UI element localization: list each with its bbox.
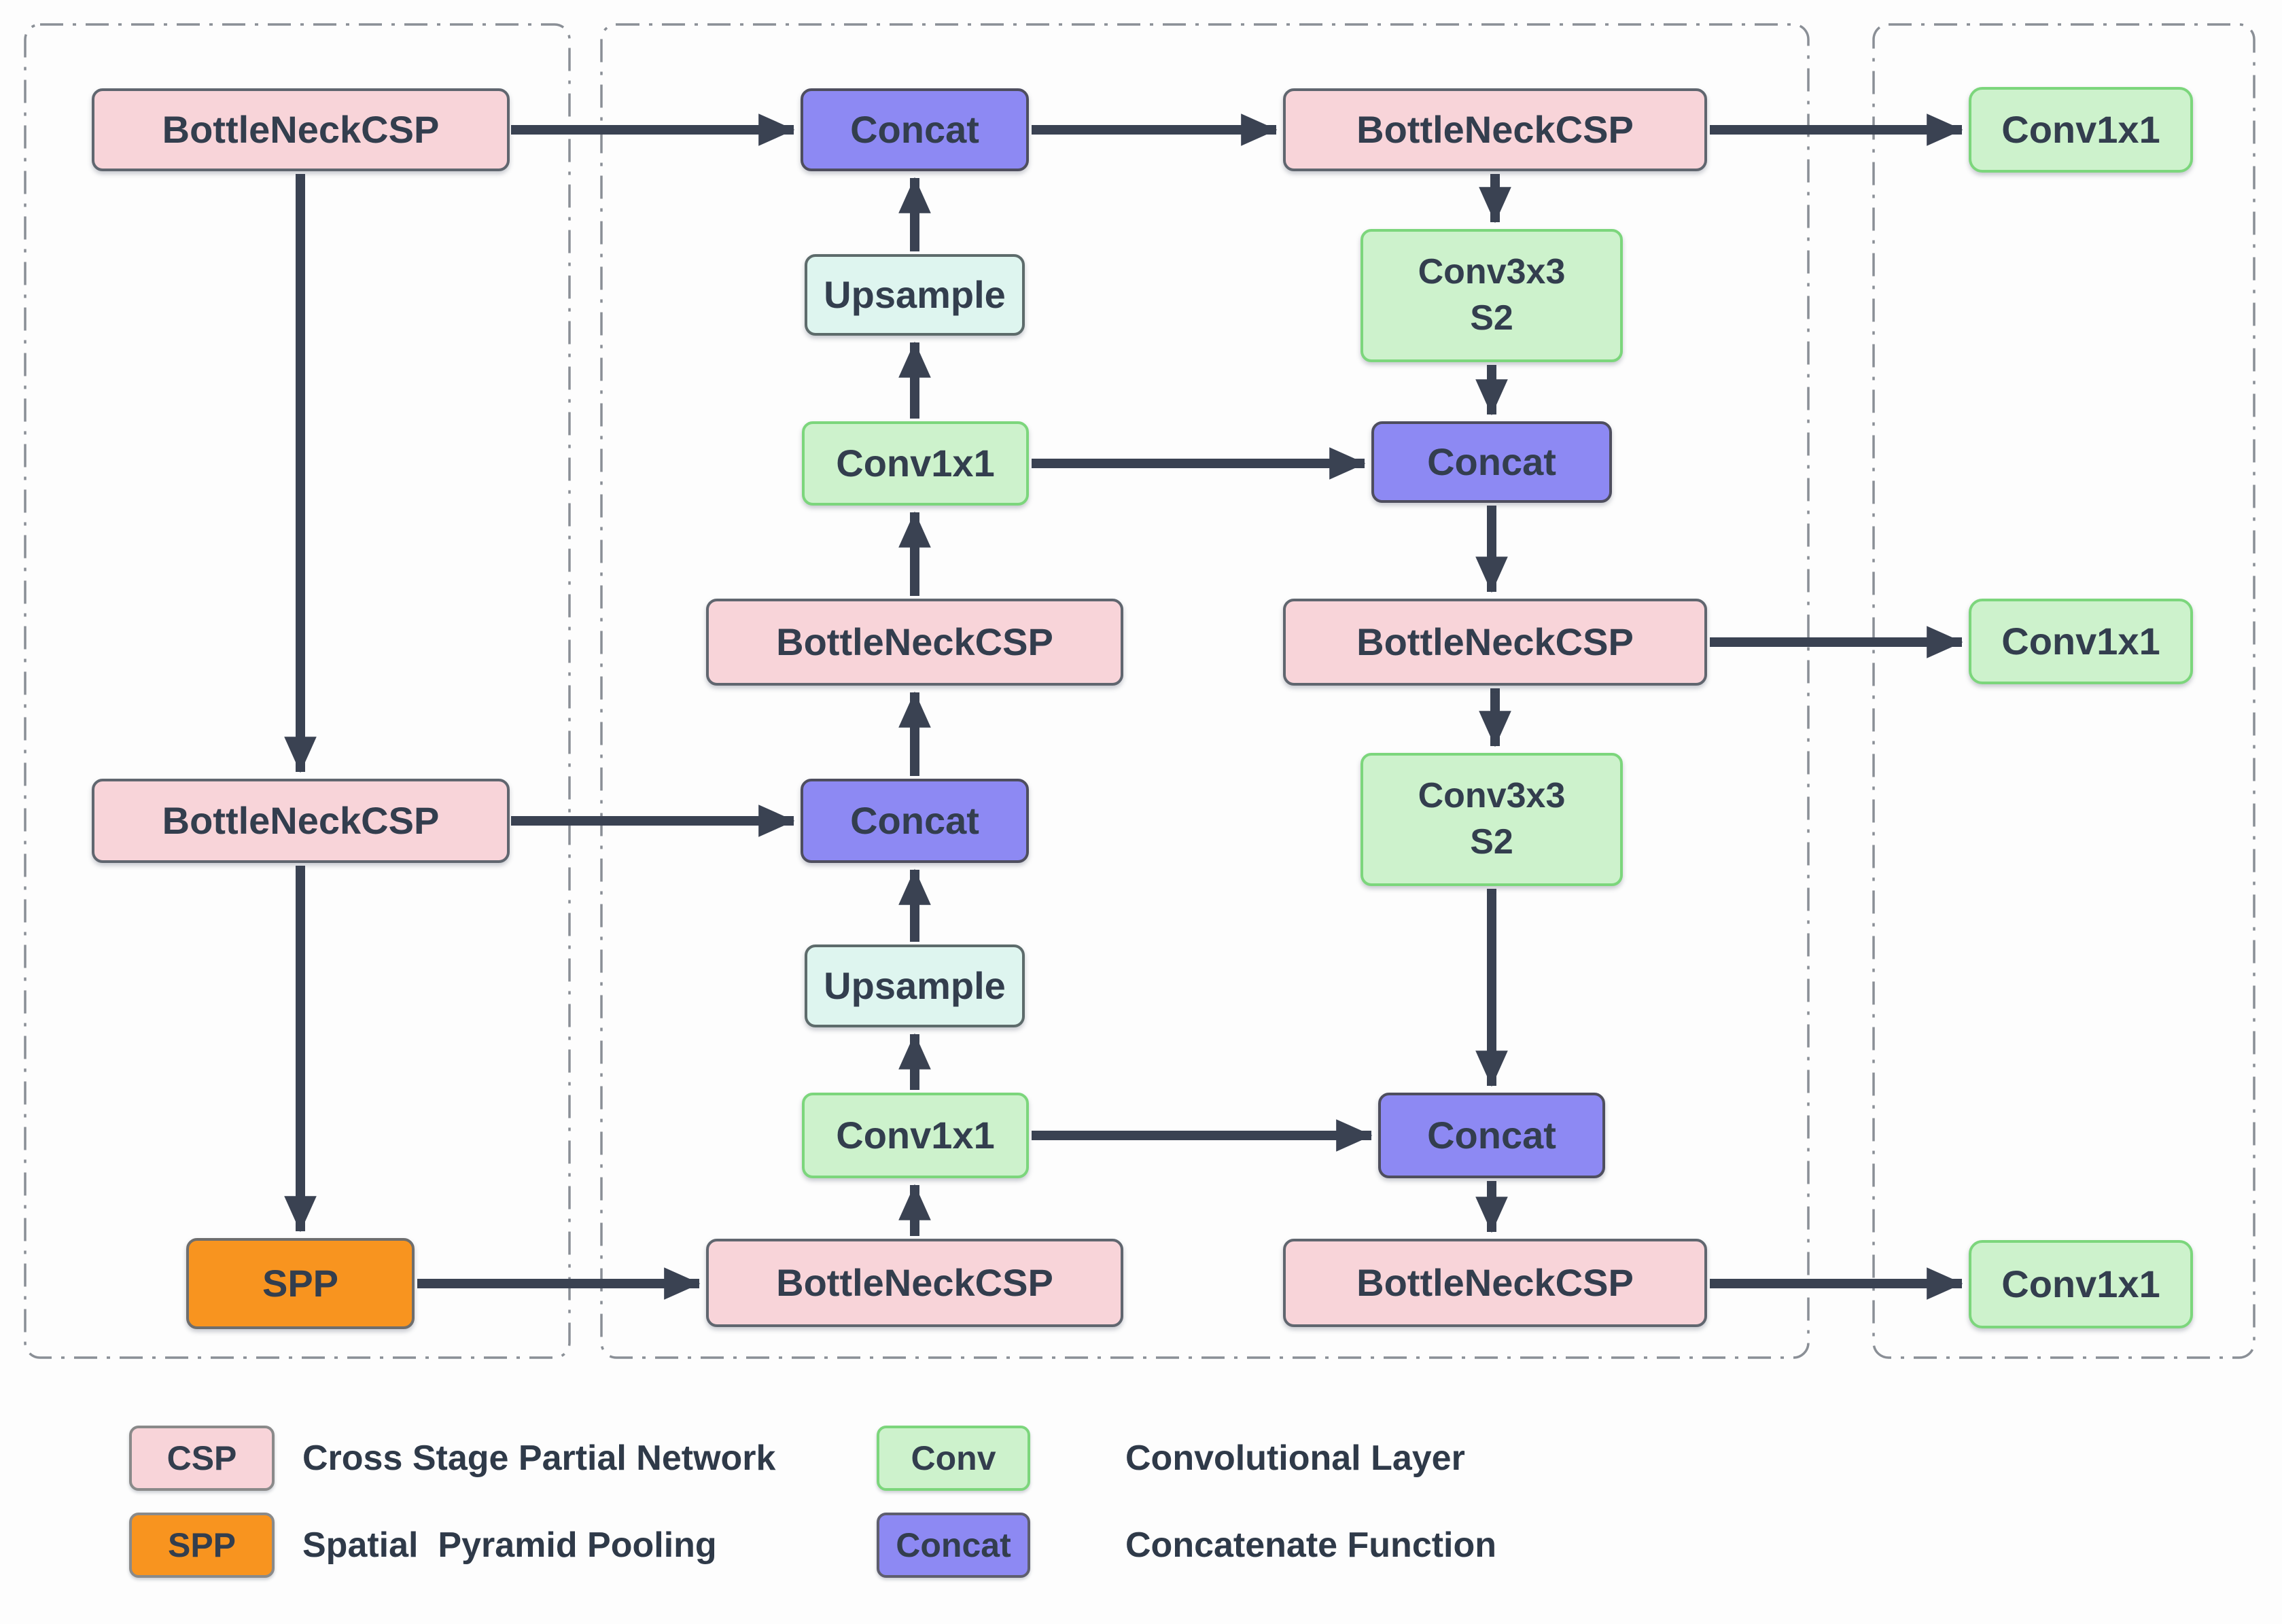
node-label: BottleNeckCSP bbox=[776, 1261, 1053, 1305]
node-conv1x1-neck-b: Conv1x1 bbox=[802, 1093, 1029, 1178]
node-label: Concat bbox=[1427, 440, 1556, 484]
node-label: Conv1x1 bbox=[2001, 108, 2160, 152]
node-label: Conv1x1 bbox=[836, 442, 995, 485]
legend-label-concat: Concatenate Function bbox=[1125, 1525, 1497, 1565]
node-label: BottleNeckCSP bbox=[162, 799, 440, 843]
head-container bbox=[1872, 23, 2255, 1359]
node-label: BottleNeckCSP bbox=[776, 620, 1053, 664]
node-concat-mid: Concat bbox=[801, 779, 1029, 863]
backbone-container bbox=[24, 23, 571, 1359]
node-bottleneckcsp-right-mid: BottleNeckCSP bbox=[1283, 599, 1707, 686]
node-bottleneckcsp-right-top: BottleNeckCSP bbox=[1283, 88, 1707, 171]
node-bottleneckcsp-neck-bottom: BottleNeckCSP bbox=[706, 1239, 1123, 1327]
node-label: Conv1x1 bbox=[2001, 620, 2160, 663]
legend-label-conv: Convolutional Layer bbox=[1125, 1438, 1465, 1478]
legend-key-concat: Concat bbox=[877, 1513, 1030, 1578]
legend-key-csp: CSP bbox=[129, 1426, 275, 1491]
node-bottleneckcsp-backbone-mid: BottleNeckCSP bbox=[92, 779, 510, 863]
legend-key-spp: SPP bbox=[129, 1513, 275, 1578]
node-concat-top: Concat bbox=[801, 88, 1029, 171]
legend-label-csp: Cross Stage Partial Network bbox=[302, 1438, 776, 1478]
node-label: Conv3x3 bbox=[1418, 776, 1566, 816]
node-label: BottleNeckCSP bbox=[1356, 108, 1634, 152]
node-bottleneckcsp-neck-mid: BottleNeckCSP bbox=[706, 599, 1123, 686]
node-conv1x1-head-1: Conv1x1 bbox=[1969, 87, 2193, 173]
node-label: BottleNeckCSP bbox=[1356, 620, 1634, 664]
node-sublabel: S2 bbox=[1470, 298, 1513, 338]
node-label: Concat bbox=[1427, 1114, 1556, 1157]
node-conv1x1-neck-a: Conv1x1 bbox=[802, 421, 1029, 506]
node-spp: SPP bbox=[186, 1238, 415, 1329]
node-label: BottleNeckCSP bbox=[1356, 1261, 1634, 1305]
node-concat-right-2: Concat bbox=[1378, 1093, 1605, 1178]
node-label: Conv1x1 bbox=[2001, 1263, 2160, 1306]
node-label: Upsample bbox=[824, 964, 1006, 1008]
node-conv1x1-head-2: Conv1x1 bbox=[1969, 599, 2193, 684]
node-label: BottleNeckCSP bbox=[162, 108, 440, 152]
node-sublabel: S2 bbox=[1470, 822, 1513, 862]
node-label: Conv3x3 bbox=[1418, 252, 1566, 292]
node-label: SPP bbox=[262, 1262, 339, 1305]
node-concat-right-1: Concat bbox=[1371, 421, 1612, 503]
node-label: Concat bbox=[850, 108, 979, 152]
node-conv1x1-head-3: Conv1x1 bbox=[1969, 1240, 2193, 1328]
node-label: Concat bbox=[850, 799, 979, 843]
node-label: Upsample bbox=[824, 273, 1006, 317]
node-bottleneckcsp-backbone-top: BottleNeckCSP bbox=[92, 88, 510, 171]
flow-arrows bbox=[284, 113, 1963, 1300]
node-label: Conv1x1 bbox=[836, 1114, 995, 1157]
node-upsample-1: Upsample bbox=[805, 254, 1025, 336]
node-upsample-2: Upsample bbox=[805, 945, 1025, 1027]
neck-container bbox=[600, 23, 1810, 1359]
node-bottleneckcsp-right-bottom: BottleNeckCSP bbox=[1283, 1239, 1707, 1327]
legend-key-conv: Conv bbox=[877, 1426, 1030, 1491]
legend-label-spp: Spatial Pyramid Pooling bbox=[302, 1525, 717, 1565]
